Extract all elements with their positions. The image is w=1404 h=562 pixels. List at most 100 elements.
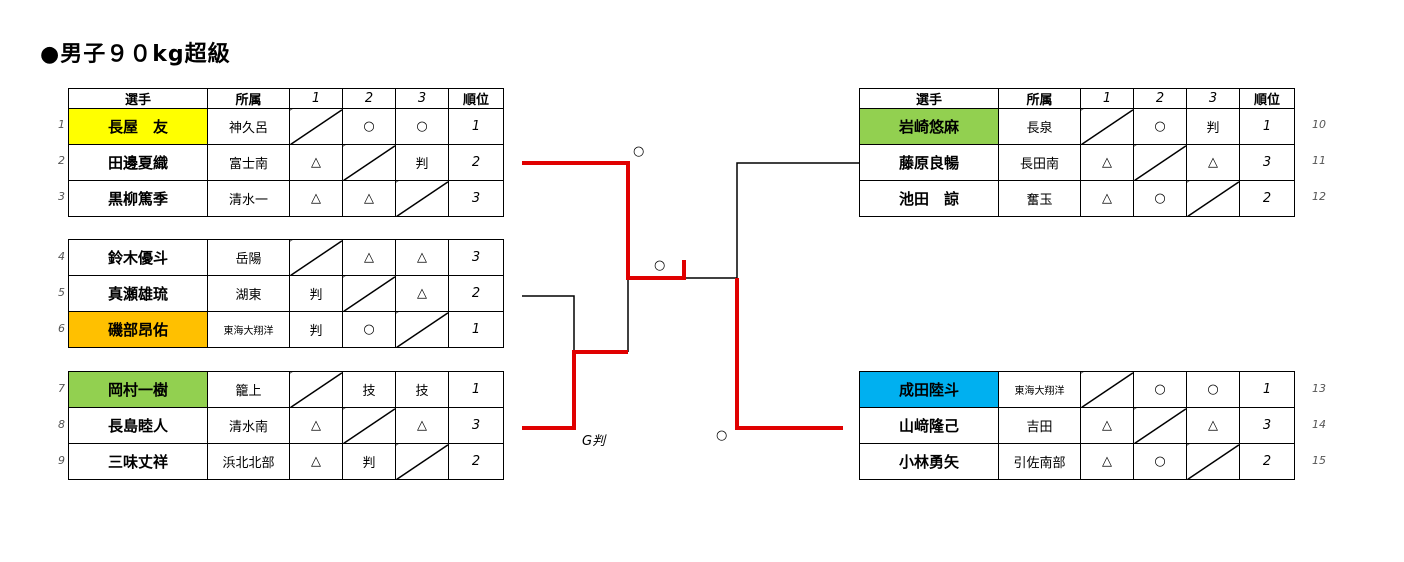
row-number: 6 bbox=[58, 322, 65, 335]
match-result: 技 bbox=[395, 371, 449, 408]
player-affiliation: 籠上 bbox=[207, 371, 290, 408]
row-number: 5 bbox=[58, 286, 65, 299]
row-number: 1 bbox=[58, 118, 65, 131]
match-result: △ bbox=[395, 239, 449, 276]
player-rank: 3 bbox=[448, 180, 504, 217]
match-result: ○ bbox=[395, 108, 449, 145]
self-match-cell bbox=[342, 407, 396, 444]
match-result: ○ bbox=[342, 311, 396, 348]
player-name: 黒柳篤季 bbox=[68, 180, 208, 217]
player-row: 長島睦人清水南△△3 bbox=[68, 407, 504, 444]
match-result: △ bbox=[342, 180, 396, 217]
self-match-cell bbox=[1186, 180, 1240, 217]
self-match-cell bbox=[1080, 371, 1134, 408]
player-affiliation: 長泉 bbox=[998, 108, 1081, 145]
match-result: △ bbox=[1080, 407, 1134, 444]
match-result: △ bbox=[1186, 407, 1240, 444]
player-name: 池田 諒 bbox=[859, 180, 999, 217]
row-number: 2 bbox=[58, 154, 65, 167]
row-number: 10 bbox=[1312, 118, 1326, 131]
match-result: △ bbox=[289, 144, 343, 181]
row-number: 14 bbox=[1312, 418, 1326, 431]
bracket-line-pool2 bbox=[522, 295, 575, 352]
player-name: 岡村一樹 bbox=[68, 371, 208, 408]
bracket-line-pool4 bbox=[736, 162, 859, 278]
match-result: △ bbox=[1080, 443, 1134, 480]
player-rank: 3 bbox=[1239, 144, 1295, 181]
match-result: △ bbox=[289, 180, 343, 217]
match-result: ○ bbox=[1133, 108, 1187, 145]
bracket-line-pool5-win bbox=[735, 278, 843, 430]
self-match-cell bbox=[289, 371, 343, 408]
match-result: △ bbox=[289, 443, 343, 480]
page-title: ●男子９０kg超級 bbox=[40, 42, 231, 67]
player-rank: 1 bbox=[1239, 371, 1295, 408]
self-match-cell bbox=[1080, 108, 1134, 145]
bracket-mark-right-semi: ○ bbox=[716, 428, 728, 443]
player-rank: 2 bbox=[448, 443, 504, 480]
self-match-cell bbox=[395, 180, 449, 217]
player-row: 池田 諒奮玉△○2 bbox=[859, 180, 1295, 217]
match-result: 技 bbox=[342, 371, 396, 408]
match-result: 判 bbox=[342, 443, 396, 480]
player-rank: 1 bbox=[448, 371, 504, 408]
player-row: 藤原良暢長田南△△3 bbox=[859, 144, 1295, 181]
player-name: 磯部昂佑 bbox=[68, 311, 208, 348]
player-affiliation: 神久呂 bbox=[207, 108, 290, 145]
row-number: 4 bbox=[58, 250, 65, 263]
row-number: 9 bbox=[58, 454, 65, 467]
player-rank: 1 bbox=[1239, 108, 1295, 145]
player-affiliation: 長田南 bbox=[998, 144, 1081, 181]
player-name: 鈴木優斗 bbox=[68, 239, 208, 276]
player-name: 岩崎悠麻 bbox=[859, 108, 999, 145]
player-name: 三味丈祥 bbox=[68, 443, 208, 480]
self-match-cell bbox=[1133, 407, 1187, 444]
player-row: 黒柳篤季清水一△△3 bbox=[68, 180, 504, 217]
bracket-mark-g-decision: G判 bbox=[582, 434, 606, 449]
player-row: 小林勇矢引佐南部△○2 bbox=[859, 443, 1295, 480]
row-number: 8 bbox=[58, 418, 65, 431]
player-affiliation: 引佐南部 bbox=[998, 443, 1081, 480]
self-match-cell bbox=[289, 108, 343, 145]
row-number: 11 bbox=[1312, 154, 1326, 167]
bracket-mark-final: ○ bbox=[654, 258, 666, 273]
bracket-line-pool3-win bbox=[522, 350, 628, 430]
self-match-cell bbox=[1133, 144, 1187, 181]
player-affiliation: 湖東 bbox=[207, 275, 290, 312]
player-row: 鈴木優斗岳陽△△3 bbox=[68, 239, 504, 276]
player-rank: 2 bbox=[448, 144, 504, 181]
player-rank: 2 bbox=[1239, 443, 1295, 480]
player-row: 長屋 友神久呂○○1 bbox=[68, 108, 504, 145]
row-number: 12 bbox=[1312, 190, 1326, 203]
row-number: 13 bbox=[1312, 382, 1326, 395]
self-match-cell bbox=[395, 443, 449, 480]
self-match-cell bbox=[1186, 443, 1240, 480]
player-affiliation: 浜北北部 bbox=[207, 443, 290, 480]
player-rank: 1 bbox=[448, 311, 504, 348]
player-rank: 2 bbox=[1239, 180, 1295, 217]
player-name: 成田陸斗 bbox=[859, 371, 999, 408]
player-name: 長屋 友 bbox=[68, 108, 208, 145]
player-row: 磯部昂佑東海大翔洋判○1 bbox=[68, 311, 504, 348]
player-row: 成田陸斗東海大翔洋○○1 bbox=[859, 371, 1295, 408]
player-name: 長島睦人 bbox=[68, 407, 208, 444]
player-affiliation: 東海大翔洋 bbox=[207, 311, 290, 348]
match-result: △ bbox=[1080, 180, 1134, 217]
row-number: 3 bbox=[58, 190, 65, 203]
match-result: ○ bbox=[342, 108, 396, 145]
player-affiliation: 清水一 bbox=[207, 180, 290, 217]
player-rank: 3 bbox=[1239, 407, 1295, 444]
match-result: ○ bbox=[1186, 371, 1240, 408]
player-row: 三味丈祥浜北北部△判 2 bbox=[68, 443, 504, 480]
bracket-line-pool1-win bbox=[522, 161, 686, 280]
row-number: 7 bbox=[58, 382, 65, 395]
